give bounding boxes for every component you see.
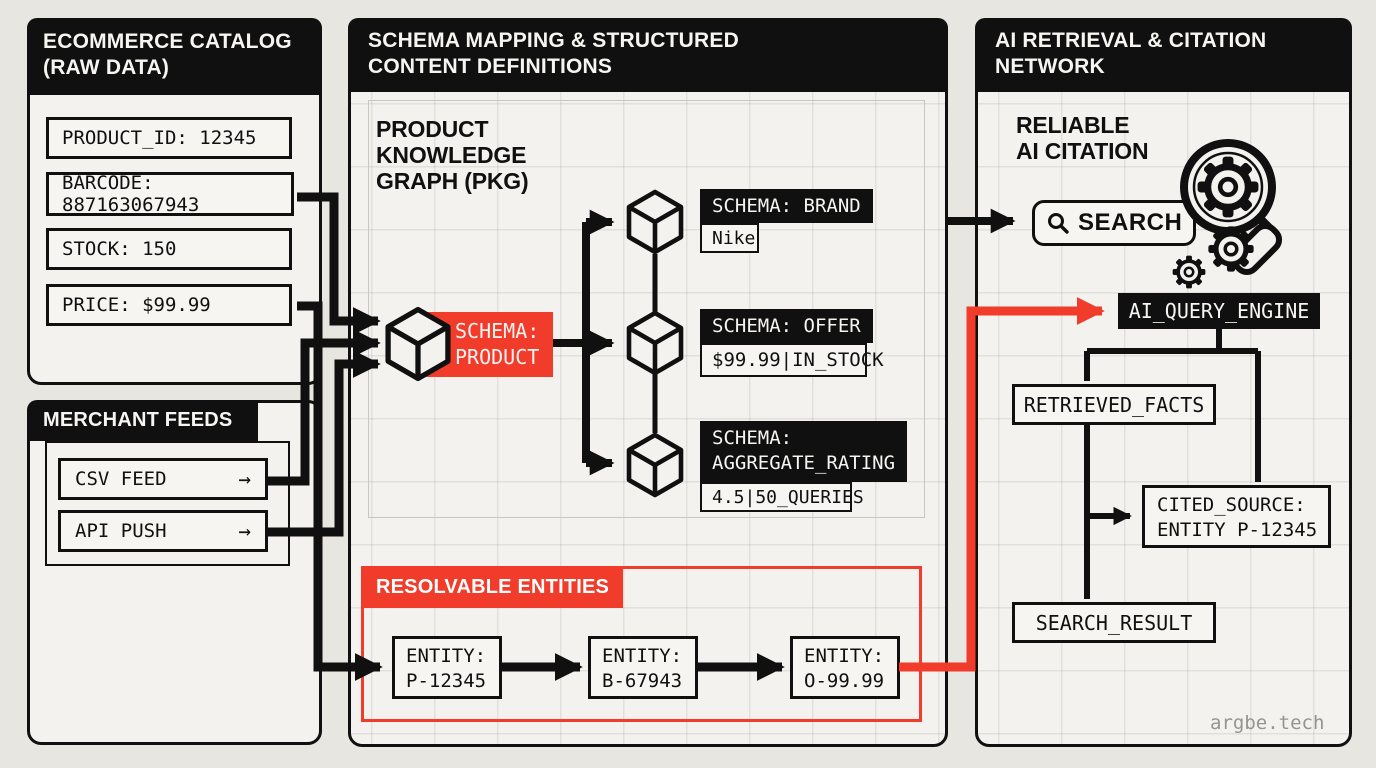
search-bar: SEARCH	[1032, 200, 1196, 246]
feed-csv: CSV FEED →	[58, 458, 268, 500]
entity-node-p: ENTITY: P-12345	[392, 636, 502, 699]
field-product-id: PRODUCT_ID: 12345	[46, 117, 292, 159]
search-icon	[1046, 211, 1070, 235]
schema-offer-value: $99.99|IN_STOCK	[700, 343, 884, 377]
field-barcode: BARCODE: 887163067943	[46, 172, 294, 216]
merchant-feeds-header: MERCHANT FEEDS	[27, 400, 258, 441]
schema-mapping-panel	[348, 18, 948, 747]
ai-query-engine-node: AI_QUERY_ENGINE	[1118, 293, 1320, 329]
feed-api: API PUSH →	[58, 510, 268, 552]
ecommerce-catalog-header: ECOMMERCE CATALOG (RAW DATA)	[27, 18, 322, 95]
entity-node-b: ENTITY: B-67943	[588, 636, 698, 699]
feed-api-label: API PUSH	[75, 520, 167, 542]
schema-offer-node: SCHEMA: OFFER	[700, 309, 873, 343]
schema-mapping-header: SCHEMA MAPPING & STRUCTURED CONTENT DEFI…	[348, 18, 948, 92]
schema-rating-node: SCHEMA: AGGREGATE_RATING	[700, 421, 907, 482]
schema-brand-node: SCHEMA: BRAND	[700, 189, 873, 223]
feed-csv-label: CSV FEED	[75, 468, 167, 490]
pkg-heading: PRODUCT KNOWLEDGE GRAPH (PKG)	[376, 116, 529, 195]
reliable-ai-citation-heading: RELIABLE AI CITATION	[1016, 112, 1149, 165]
field-stock: STOCK: 150	[46, 228, 292, 270]
schema-rating-value: 4.5|50_QUERIES	[700, 482, 864, 512]
ai-retrieval-header: AI RETRIEVAL & CITATION NETWORK	[975, 18, 1352, 92]
resolvable-entities-title: RESOLVABLE ENTITIES	[361, 566, 623, 608]
watermark: argbe.tech	[1210, 712, 1325, 734]
search-label: SEARCH	[1078, 209, 1183, 236]
cited-source-node: CITED_SOURCE: ENTITY P-12345	[1142, 485, 1331, 548]
search-result-node: SEARCH_RESULT	[1012, 602, 1216, 643]
schema-product-node: SCHEMA: PRODUCT	[425, 312, 553, 377]
schema-brand-value: Nike	[700, 223, 759, 253]
retrieved-facts-node: RETRIEVED_FACTS	[1012, 384, 1216, 425]
field-price: PRICE: $99.99	[46, 284, 292, 326]
entity-node-o: ENTITY: O-99.99	[790, 636, 900, 699]
feed-api-arrow-icon: →	[238, 519, 251, 543]
feed-csv-arrow-icon: →	[238, 467, 251, 491]
